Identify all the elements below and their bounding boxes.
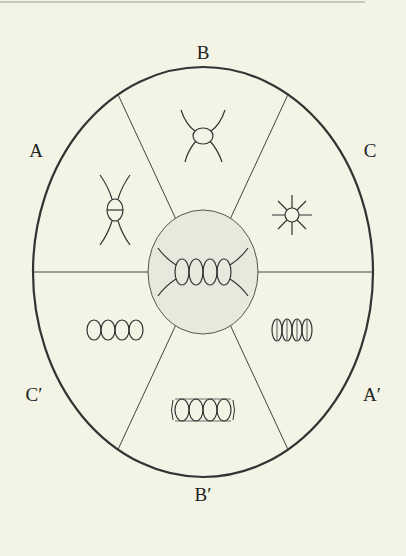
sector-label: A (29, 141, 43, 160)
top-rule (0, 2, 365, 3)
cell-chain (158, 248, 248, 296)
cell-with-setae (181, 110, 225, 162)
sector-label: B (197, 43, 210, 62)
sector-label: C (364, 141, 377, 160)
cell-with-setae (100, 175, 130, 245)
outer-circle (33, 67, 373, 477)
cell-chain (87, 320, 143, 340)
cell-chain (172, 399, 235, 421)
spiny-cell (272, 195, 312, 235)
sector-label: B′ (195, 485, 212, 504)
cell-chain (272, 319, 312, 341)
sector-dividers (33, 95, 373, 450)
sector-label: C′ (26, 385, 43, 404)
sector-label: A′ (363, 385, 381, 404)
center-circle (148, 210, 258, 334)
